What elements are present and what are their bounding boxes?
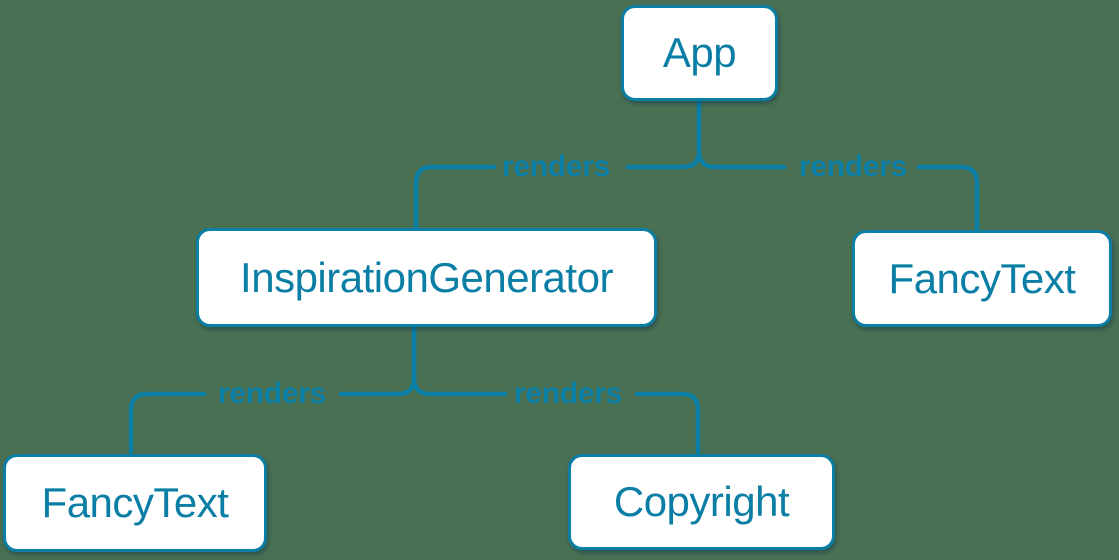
edge-ig-to-copyright-a bbox=[411, 325, 508, 397]
edge-ig-to-copyright-b bbox=[634, 391, 701, 455]
edge-app-to-inspirationgenerator-a bbox=[625, 98, 702, 170]
edge-label-renders-ig-fancytext: renders bbox=[218, 377, 326, 410]
node-fancy-text-right: FancyText bbox=[852, 230, 1112, 327]
edge-app-to-fancytext-b bbox=[916, 164, 980, 232]
node-fancy-text-left: FancyText bbox=[3, 454, 267, 552]
edge-app-to-fancytext-a bbox=[696, 98, 787, 170]
edge-label-renders-app-fancytext: renders bbox=[799, 150, 907, 183]
node-inspiration-generator: InspirationGenerator bbox=[196, 228, 657, 327]
edge-label-renders-app-ig: renders bbox=[502, 150, 610, 183]
edge-app-to-inspirationgenerator-b bbox=[413, 164, 497, 230]
edge-ig-to-fancytext-a bbox=[338, 325, 417, 397]
node-copyright: Copyright bbox=[568, 454, 835, 550]
edge-label-renders-ig-copyright: renders bbox=[514, 377, 622, 410]
edge-ig-to-fancytext-b bbox=[128, 391, 207, 455]
node-app: App bbox=[621, 5, 778, 101]
